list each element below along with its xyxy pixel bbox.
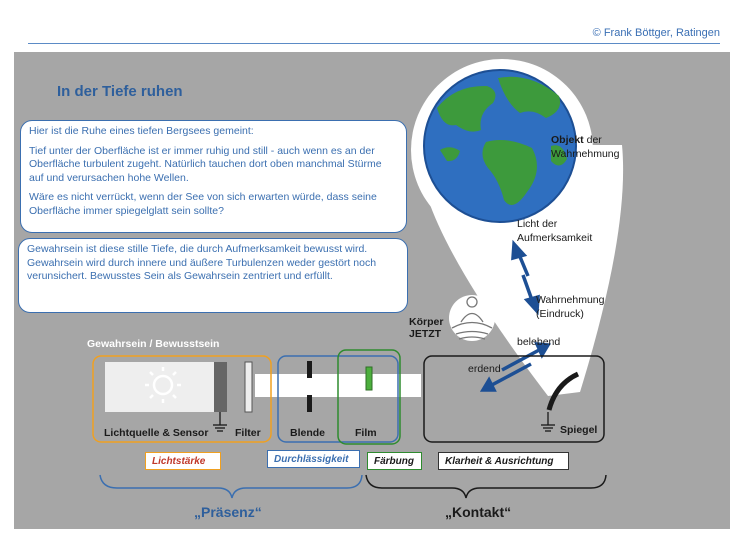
film-group [337,349,401,445]
wahrnehmung-label: Wahrnehmung (Eindruck) [536,293,604,321]
meditating-person-icon [449,295,495,341]
bergsee-body: Tief unter der Oberfläche ist er immer r… [29,144,382,184]
bergsee-question: Wäre es nicht verrückt, wenn der See von… [29,191,377,217]
lichtstaerke-tag: Lichtstärke [145,452,221,470]
page-title: In der Tiefe ruhen [57,83,183,100]
bergsee-intro: Hier ist die Ruhe eines tiefen Bergsees … [29,125,254,137]
kontakt-label: „Kontakt“ [445,504,512,520]
durchlaessigkeit-tag: Durchlässigkeit [267,450,360,468]
spiegel-group [423,355,605,443]
koerper-label: Körper JETZT [409,316,443,340]
praesenz-brace [99,474,363,499]
wahrnehmung-label-line2: (Eindruck) [536,308,584,320]
sensor-plate [214,362,227,412]
licht-label: Licht der Aufmerksamkeit [517,217,592,245]
copyright: © Frank Böttger, Ratingen [592,27,720,39]
faerbung-tag: Färbung [367,452,422,470]
sun-icon [145,367,181,403]
objekt-label-line2: Wahrnehmung [551,148,620,160]
objekt-label: Objekt der Wahrnehmung [551,133,619,161]
earth-icon [423,69,577,223]
belebend-label: belebend [517,336,561,348]
film-element [365,366,373,391]
lichtquelle-housing [105,362,227,412]
gewahrsein-header: Gewahrsein / Bewusstsein [87,338,220,350]
licht-label-line1: Licht der [517,218,558,230]
blende-label: Blende [290,427,326,439]
praesenz-label: „Präsenz“ [194,504,262,520]
blende-top [307,361,312,378]
filter-label: Filter [235,427,261,439]
erdend-label: erdend [468,363,501,375]
kontakt-brace [365,474,607,499]
blende-bottom [307,395,312,412]
film-label: Film [355,427,377,439]
licht-label-line2: Aufmerksamkeit [517,232,593,244]
mirror-icon [541,371,580,432]
klarheit-tag: Klarheit & Ausrichtung [438,452,569,470]
filter-element [244,361,253,413]
koerper-label-line1: Körper [409,316,444,328]
ground-icon [213,412,227,432]
koerper-label-line2: JETZT [409,328,442,340]
text-box-gewahrsein: Gewahrsein ist diese stille Tiefe, die d… [18,238,408,313]
lichtquelle-group [92,355,272,443]
spiegel-label: Spiegel [560,424,598,436]
gewahrsein-text: Gewahrsein ist diese stille Tiefe, die d… [27,243,377,282]
header-divider [28,43,720,44]
text-box-bergsee: Hier ist die Ruhe eines tiefen Bergsees … [20,120,407,233]
wahrnehmung-label-line1: Wahrnehmung [536,294,605,306]
objekt-label-bold: Objekt [551,134,584,146]
arrows [479,239,551,392]
lichtquelle-label: Lichtquelle & Sensor [104,427,209,439]
objekt-label-rest: der [583,134,602,146]
